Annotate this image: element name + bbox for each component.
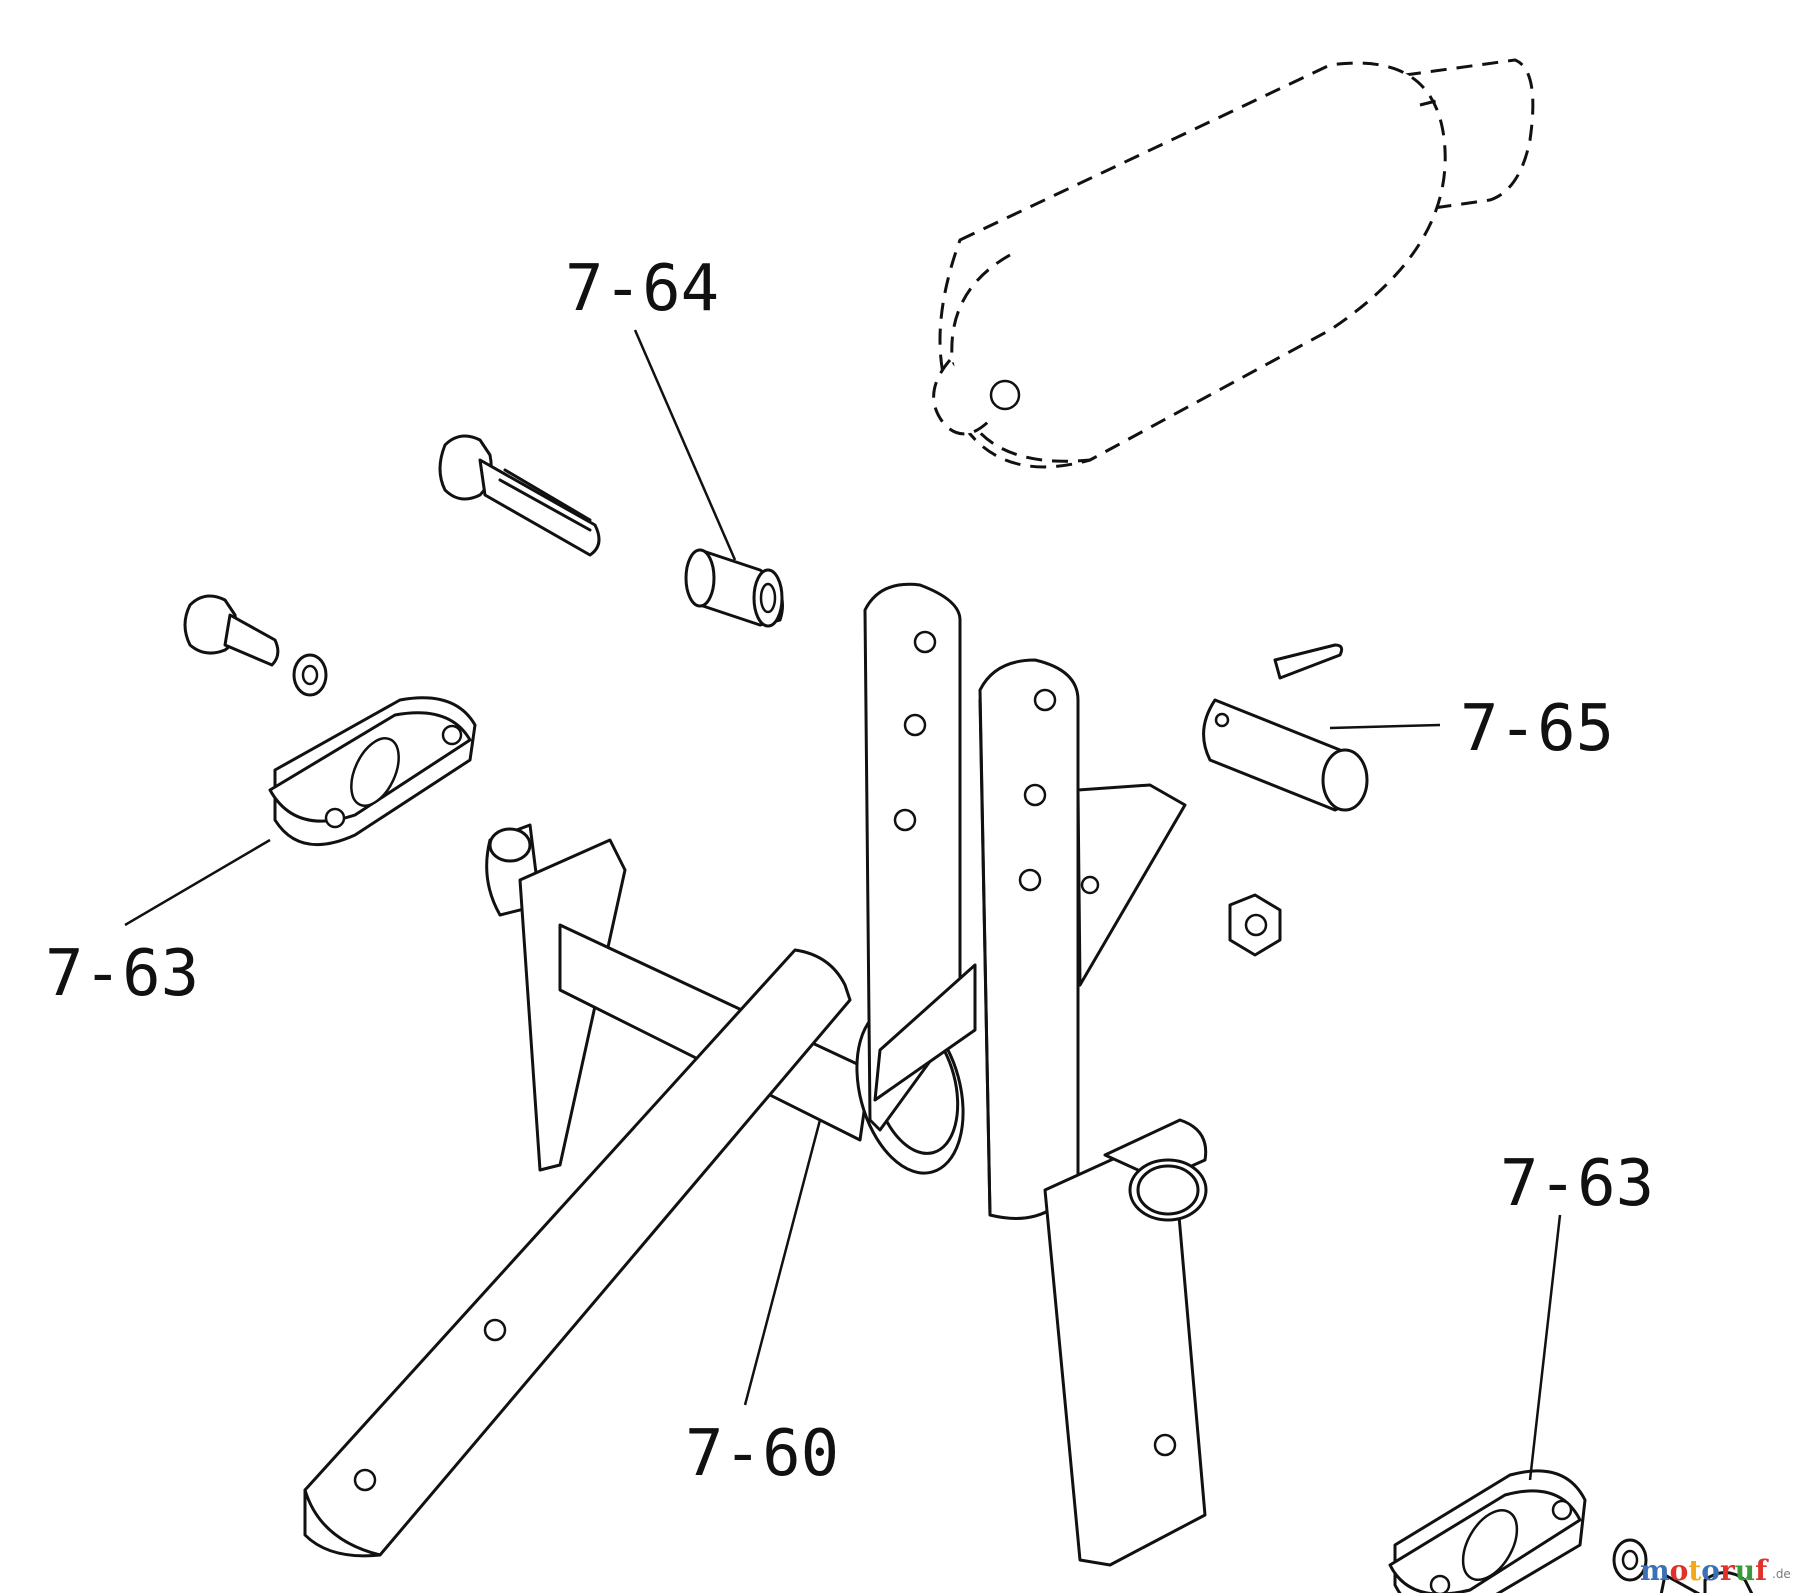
watermark-letter: f <box>1755 1554 1769 1587</box>
flange-7-63-left <box>268 696 477 847</box>
svg-text:motoruf: motoruf <box>1640 1554 1769 1587</box>
label-7-64: 7-64 <box>565 252 719 326</box>
phantom-roller <box>932 58 1535 469</box>
label-7-65: 7-65 <box>1460 692 1614 766</box>
flange-7-63-right <box>1388 1469 1754 1593</box>
watermark-letter: r <box>1720 1554 1736 1587</box>
leader-lines <box>124 329 1562 1481</box>
bolt-left <box>183 594 328 697</box>
label-7-63-left: 7-63 <box>45 937 199 1011</box>
watermark-letter: m <box>1640 1554 1670 1587</box>
watermark-letter: u <box>1735 1554 1755 1587</box>
label-7-60: 7-60 <box>685 1417 839 1491</box>
bolt-upper <box>438 434 601 557</box>
watermark-letter: t <box>1688 1554 1701 1587</box>
watermark-letter: o <box>1670 1554 1689 1587</box>
bushing-7-64 <box>684 548 784 628</box>
label-7-63-right: 7-63 <box>1500 1147 1654 1221</box>
watermark-logo: motoruf .de <box>1640 1554 1791 1587</box>
frame-7-60 <box>303 582 1208 1567</box>
clevis-pin-7-65 <box>1202 643 1369 957</box>
watermark-letter: o <box>1701 1554 1720 1587</box>
watermark-suffix: .de <box>1772 1567 1791 1581</box>
